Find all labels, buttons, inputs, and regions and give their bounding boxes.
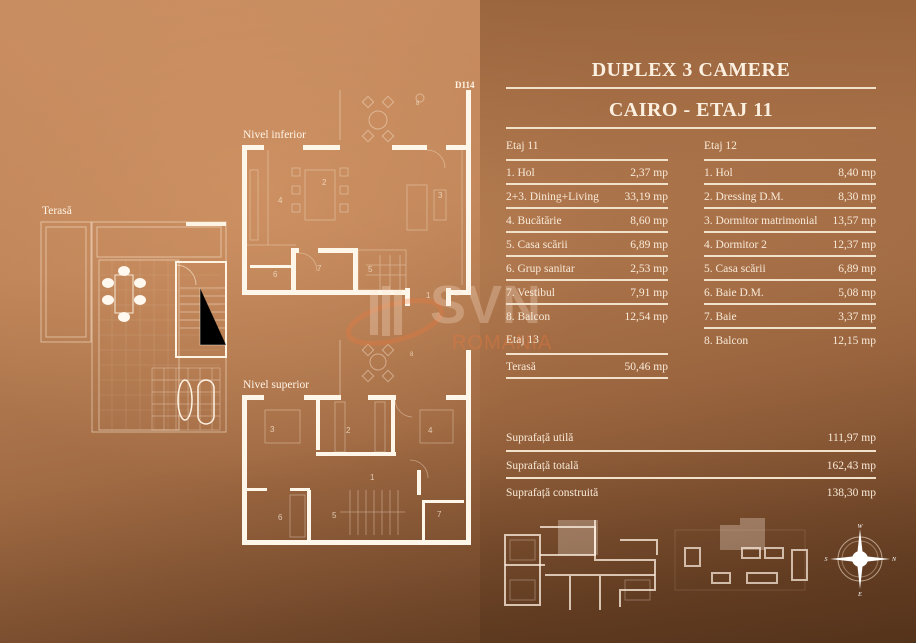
svg-text:6: 6	[278, 513, 283, 522]
lower-level-floor-plan: 2 3 4 5 6 7 1 8	[242, 90, 471, 306]
floor-11-label: Etaj 11	[506, 140, 539, 152]
svg-text:7: 7	[317, 264, 322, 273]
svg-text:1: 1	[426, 291, 431, 300]
room-number-2: 2	[322, 178, 327, 187]
svg-text:6: 6	[273, 270, 278, 279]
apartment-ref-label: D114	[455, 80, 475, 90]
info-panel: DUPLEX 3 CAMERE CAIRO - ETAJ 11 Etaj 11 …	[506, 55, 876, 499]
title-divider	[506, 87, 876, 89]
page-title: DUPLEX 3 CAMERE	[591, 59, 791, 81]
upper-level-floor-plan: 3 2 4 1 5 6 7 8	[242, 340, 471, 545]
svg-text:2: 2	[346, 426, 351, 435]
table-row: 6. Baie D.M.5,08 mp	[704, 279, 876, 303]
floor-13-label: Etaj 13	[506, 334, 539, 346]
svg-text:4: 4	[428, 426, 433, 435]
svg-text:3: 3	[270, 425, 275, 434]
floor-12-label: Etaj 12	[704, 140, 737, 152]
terrace-floor-plan	[40, 221, 227, 433]
svg-text:3: 3	[438, 191, 443, 200]
terrace-label: Terasă	[42, 205, 72, 217]
svg-text:4: 4	[278, 196, 283, 205]
svg-text:1: 1	[370, 473, 375, 482]
svg-text:5: 5	[332, 511, 337, 520]
svg-text:8: 8	[410, 352, 414, 358]
svg-text:8: 8	[416, 101, 420, 107]
svg-text:5: 5	[368, 265, 373, 274]
svg-text:7: 7	[437, 510, 442, 519]
page-subtitle: CAIRO - ETAJ 11	[608, 99, 774, 121]
subtitle-divider	[506, 127, 876, 129]
compass-bottom-label: E	[857, 592, 862, 598]
lower-level-label: Nivel inferior	[243, 129, 306, 141]
upper-level-label: Nivel superior	[243, 379, 310, 391]
compass-left-label: S	[825, 557, 828, 563]
compass-rose-icon: W N E S	[825, 524, 897, 598]
compass-right-label: N	[891, 557, 897, 563]
site-key-plan	[674, 518, 808, 591]
row-divider	[506, 377, 668, 379]
building-key-plan	[504, 520, 658, 610]
table-row: 2. Dressing D.M.8,30 mp	[704, 183, 876, 207]
compass-top-label: W	[858, 524, 864, 530]
